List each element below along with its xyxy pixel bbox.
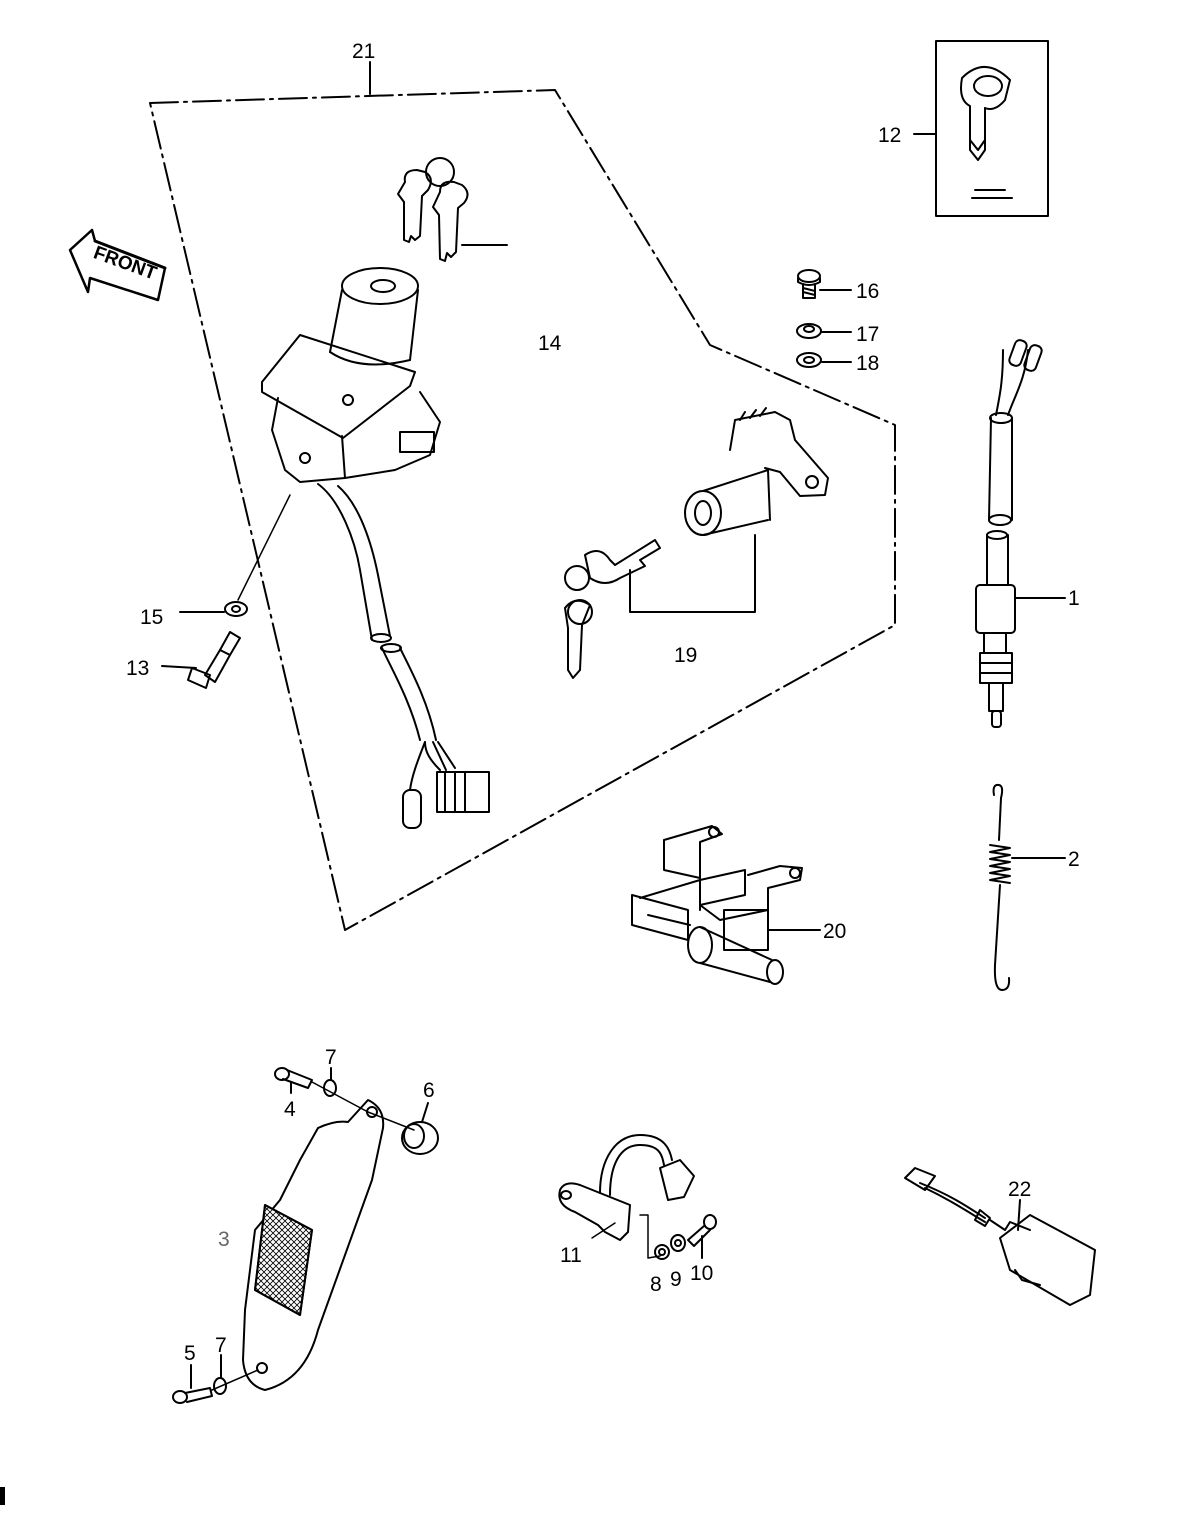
- ignition-switch-icon: [261, 157, 490, 829]
- callout-1: 1: [1068, 587, 1080, 610]
- callout-20: 20: [823, 920, 846, 943]
- spring-icon: [989, 783, 1011, 991]
- grommet-icon: [401, 1121, 439, 1155]
- leader-assembly-4-7: [311, 1081, 415, 1131]
- callout-15: 15: [140, 606, 163, 629]
- callout-6: 6: [423, 1079, 435, 1102]
- callout-9: 9: [670, 1268, 682, 1291]
- callout-17: 17: [856, 323, 879, 346]
- callout-21: 21: [352, 40, 375, 63]
- brake-switch-icon: [975, 339, 1043, 728]
- callout-3: 3: [218, 1228, 230, 1251]
- key-card-icon: [935, 40, 1049, 217]
- callout-7a: 7: [325, 1046, 337, 1069]
- callout-14: 14: [538, 332, 562, 355]
- leader-6: [421, 1102, 429, 1123]
- washer-icon: [796, 352, 822, 368]
- reflector-bracket-icon: [242, 1099, 385, 1391]
- steering-lock-icon: [564, 407, 829, 679]
- callout-5: 5: [184, 1342, 196, 1365]
- washer-icon: [670, 1234, 686, 1252]
- callout-10: 10: [690, 1262, 713, 1285]
- sensor-icon: [558, 1134, 695, 1241]
- callout-18: 18: [856, 352, 879, 375]
- callout-8: 8: [650, 1273, 662, 1296]
- callout-2: 2: [1068, 848, 1080, 871]
- washer-icon: [654, 1244, 670, 1260]
- leader-14-bolt: [237, 494, 291, 601]
- front-arrow-icon: [68, 228, 167, 302]
- callout-4: 4: [284, 1098, 296, 1121]
- edge-mark: [0, 1487, 5, 1505]
- leader-8-9: [639, 1214, 661, 1259]
- leader-11: [591, 1222, 616, 1239]
- callout-11: 11: [560, 1244, 582, 1267]
- leader-22: [1017, 1199, 1021, 1231]
- leader-13: [161, 665, 197, 669]
- solenoid-switch-icon: [631, 825, 803, 985]
- callout-19: 19: [674, 644, 697, 667]
- kit-boundary-line: [149, 89, 896, 931]
- bolt-icon: [187, 631, 241, 689]
- callout-22: 22: [1008, 1178, 1031, 1201]
- lock-washer-icon: [796, 323, 822, 339]
- callout-16: 16: [856, 280, 879, 303]
- leader-5-7: [211, 1369, 259, 1391]
- bolt-icon: [172, 1387, 213, 1404]
- front-label: FRONT: [91, 242, 160, 284]
- callout-12: 12: [878, 124, 901, 147]
- washer-icon: [213, 1377, 227, 1395]
- callout-13: 13: [126, 657, 149, 680]
- relay-icon: [904, 1167, 1096, 1306]
- bolt-icon: [274, 1067, 313, 1089]
- callout-7b: 7: [215, 1334, 227, 1357]
- screw-icon: [797, 269, 821, 299]
- leader-19: [629, 534, 756, 613]
- nut-icon: [224, 601, 248, 617]
